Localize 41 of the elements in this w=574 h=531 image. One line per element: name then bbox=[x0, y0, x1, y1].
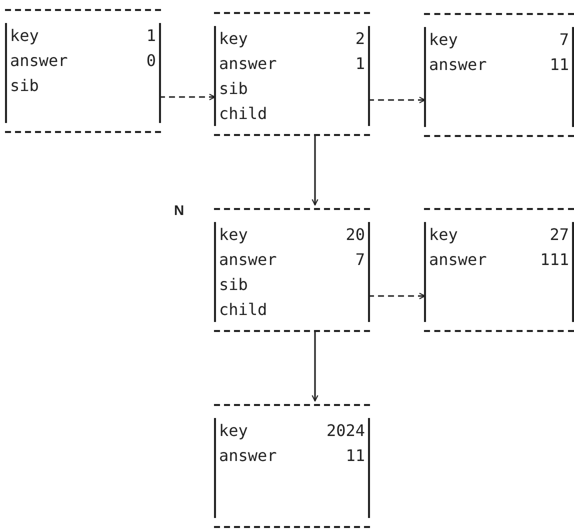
field-value: 1 bbox=[146, 26, 156, 45]
record-box bbox=[424, 13, 574, 137]
field-label: key bbox=[219, 225, 248, 244]
field-label: sib bbox=[219, 275, 248, 294]
field-label: child bbox=[219, 300, 268, 319]
record-box bbox=[214, 208, 370, 332]
arrow bbox=[159, 94, 216, 100]
field-value: 11 bbox=[346, 446, 365, 465]
field-label: key bbox=[219, 421, 248, 440]
field-value: 0 bbox=[146, 51, 156, 70]
field-value: 2 bbox=[355, 29, 365, 48]
field-label: answer bbox=[219, 54, 277, 73]
field-value: 7 bbox=[559, 30, 569, 49]
field-value: 11 bbox=[550, 55, 569, 74]
record-box bbox=[214, 404, 370, 528]
field-label: answer bbox=[219, 250, 277, 269]
field-label: answer bbox=[10, 51, 68, 70]
node-caption: N bbox=[174, 202, 184, 218]
arrow bbox=[312, 136, 318, 206]
field-value: 20 bbox=[346, 225, 365, 244]
arrow bbox=[368, 292, 426, 300]
record-box bbox=[424, 208, 574, 332]
field-label: key bbox=[10, 26, 39, 45]
field-value: 27 bbox=[550, 225, 569, 244]
field-label: key bbox=[429, 30, 458, 49]
field-value: 1 bbox=[355, 54, 365, 73]
field-label: answer bbox=[429, 55, 487, 74]
field-label: sib bbox=[10, 76, 39, 95]
record-box bbox=[214, 12, 370, 136]
field-value: 111 bbox=[540, 250, 569, 269]
field-value: 2024 bbox=[326, 421, 365, 440]
field-label: sib bbox=[219, 79, 248, 98]
field-label: key bbox=[429, 225, 458, 244]
arrow bbox=[368, 96, 426, 104]
arrow bbox=[312, 332, 318, 402]
record-box bbox=[5, 9, 161, 133]
field-label: answer bbox=[219, 446, 277, 465]
field-value: 7 bbox=[355, 250, 365, 269]
field-label: answer bbox=[429, 250, 487, 269]
field-label: child bbox=[219, 104, 268, 123]
field-label: key bbox=[219, 29, 248, 48]
